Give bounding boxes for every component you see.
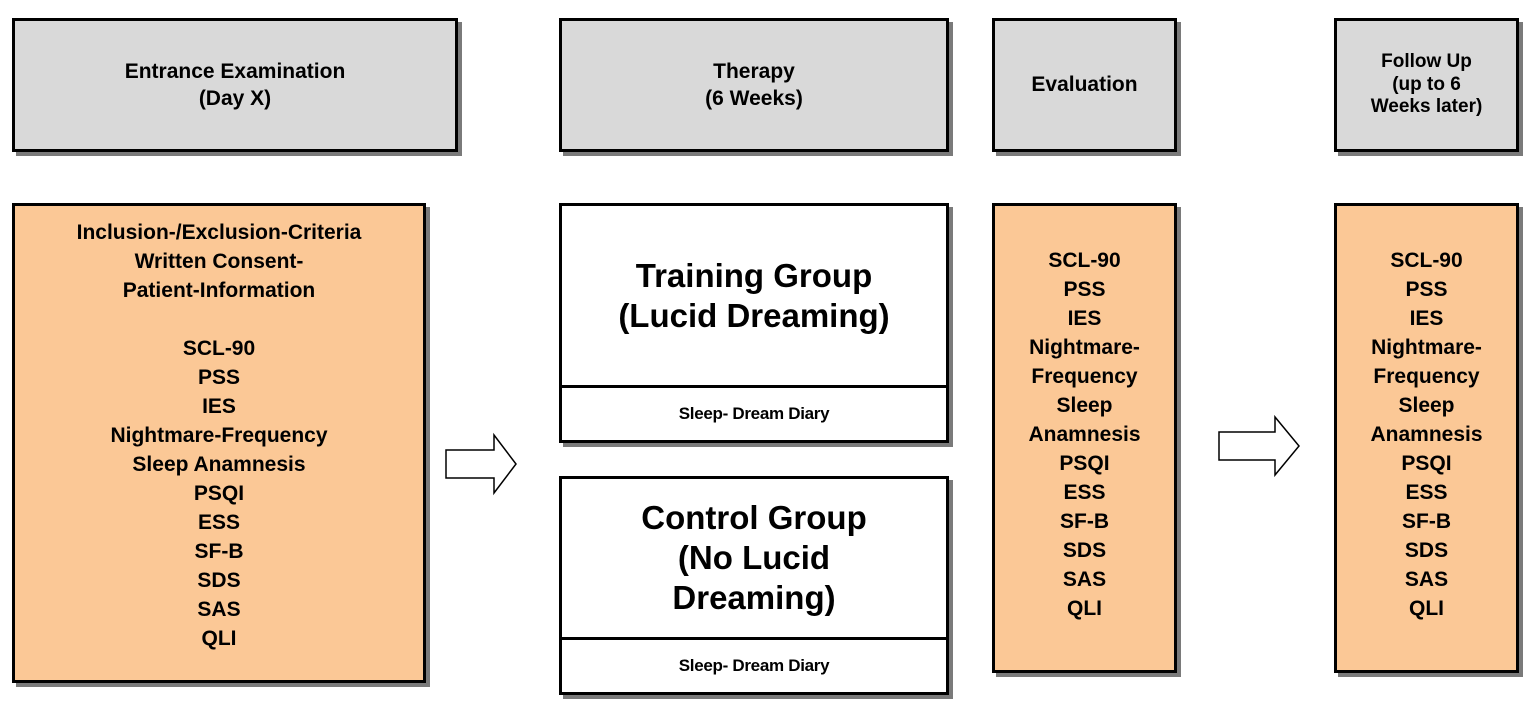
measure-item: Sleep Anamnesis	[132, 453, 306, 476]
criteria-line: Inclusion-/Exclusion-Criteria	[76, 221, 362, 244]
measure-item: SF-B	[1060, 510, 1109, 533]
group-title-line: Training Group	[635, 256, 873, 294]
measure-item: Nightmare-	[1371, 336, 1482, 359]
control-group-box: Control Group (No Lucid Dreaming)	[559, 476, 949, 640]
measure-item: SF-B	[194, 540, 244, 563]
measure-item: ESS	[197, 511, 241, 534]
entrance-measures-box: Inclusion-/Exclusion-Criteria Written Co…	[12, 203, 426, 683]
right-arrow-icon	[445, 432, 517, 496]
training-diary-box: Sleep- Dream Diary	[559, 385, 949, 443]
measure-item: Sleep	[1056, 394, 1113, 417]
measure-item: SCL-90	[182, 337, 256, 360]
control-diary-box: Sleep- Dream Diary	[559, 637, 949, 695]
criteria-line: Written Consent-	[134, 250, 304, 273]
header-therapy: Therapy (6 Weeks)	[559, 18, 949, 152]
training-group-box: Training Group (Lucid Dreaming)	[559, 203, 949, 388]
diary-label: Sleep- Dream Diary	[678, 404, 830, 423]
measure-item: Sleep	[1398, 394, 1455, 417]
measure-item: SCL-90	[1390, 249, 1463, 272]
measure-item: Anamnesis	[1370, 423, 1483, 446]
group-title-line: Control Group	[641, 499, 867, 536]
header-line: (up to 6	[1392, 73, 1461, 95]
measure-item: PSS	[197, 366, 241, 389]
header-line: Follow Up	[1381, 50, 1472, 72]
right-arrow-icon	[1218, 414, 1300, 478]
header-line: (6 Weeks)	[705, 87, 803, 110]
header-line: Weeks later)	[1370, 96, 1483, 118]
header-follow-up: Follow Up (up to 6 Weeks later)	[1334, 18, 1519, 152]
measure-item: QLI	[201, 627, 237, 650]
measure-item: SAS	[1062, 568, 1107, 591]
measure-item: SF-B	[1402, 510, 1451, 533]
header-entrance-examination: Entrance Examination (Day X)	[12, 18, 458, 152]
header-line: Entrance Examination	[124, 59, 346, 83]
header-line: Therapy	[713, 59, 795, 83]
measure-item: SDS	[197, 569, 241, 592]
measure-item: QLI	[1409, 597, 1444, 620]
measure-item: Frequency	[1031, 365, 1138, 388]
measure-item: SAS	[197, 598, 241, 621]
measure-item: PSQI	[1401, 452, 1452, 475]
header-evaluation: Evaluation	[992, 18, 1177, 152]
header-line: Evaluation	[1031, 73, 1138, 97]
measure-item: PSQI	[193, 482, 245, 505]
header-line: (Day X)	[198, 87, 272, 110]
measure-item: SCL-90	[1048, 249, 1121, 272]
criteria-line: Patient-Information	[122, 279, 316, 302]
diary-label: Sleep- Dream Diary	[678, 656, 830, 675]
followup-measures-box: SCL-90 PSS IES Nightmare- Frequency Slee…	[1334, 203, 1519, 673]
measure-item: Nightmare-	[1029, 336, 1140, 359]
group-title-line: (Lucid Dreaming)	[618, 296, 890, 334]
measure-item: ESS	[1405, 481, 1448, 504]
measure-item: SDS	[1062, 539, 1107, 562]
measure-item: SAS	[1404, 568, 1449, 591]
evaluation-measures-box: SCL-90 PSS IES Nightmare- Frequency Slee…	[992, 203, 1177, 673]
measure-item: Nightmare-Frequency	[110, 424, 328, 447]
measure-item: IES	[1409, 307, 1444, 330]
measure-item: PSQI	[1059, 452, 1110, 475]
group-title-line: Dreaming)	[672, 579, 836, 616]
measure-item: PSS	[1405, 278, 1448, 301]
measure-item: ESS	[1063, 481, 1106, 504]
group-title-line: (No Lucid	[677, 539, 831, 576]
measure-item: SDS	[1404, 539, 1449, 562]
measure-item: Frequency	[1373, 365, 1480, 388]
measure-item: PSS	[1063, 278, 1106, 301]
measure-item: Anamnesis	[1028, 423, 1141, 446]
measure-item: QLI	[1067, 597, 1102, 620]
measure-item: IES	[1067, 307, 1102, 330]
measure-item: IES	[202, 395, 236, 418]
